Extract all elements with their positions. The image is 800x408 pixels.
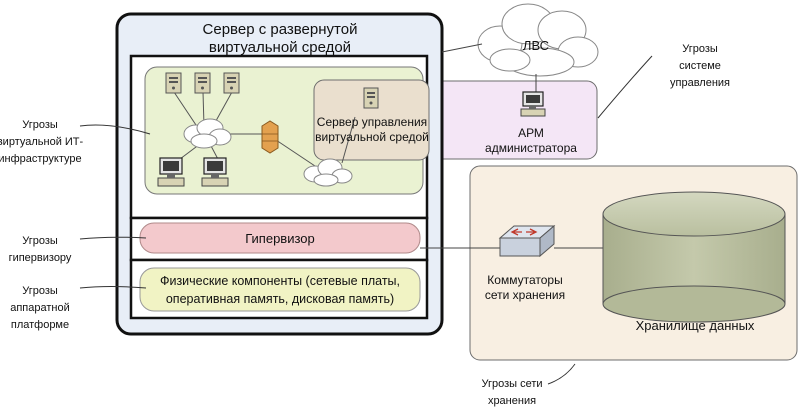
threat-it-infra-line3: инфраструктуре [0, 153, 82, 165]
admin-workstation-line2: администратора [485, 141, 577, 155]
physical-components-line1: Физические компоненты (сетевые платы, [160, 274, 400, 288]
management-network-cloud-icon [303, 158, 353, 187]
vm-workstation-icon-1 [157, 157, 185, 187]
data-storage-cylinder [602, 191, 786, 323]
admin-workstation-line1: АРМ [518, 126, 544, 140]
threat-it-infra-line2: виртуальной ИТ- [0, 136, 84, 148]
server-title-line1: Сервер с развернутой [203, 21, 358, 38]
storage-switch-icon [498, 224, 556, 258]
threat-hardware-line1: Угрозы [22, 285, 58, 297]
admin-workstation-icon [520, 91, 546, 117]
physical-components-bar [139, 267, 421, 312]
vm-workstation-icon-2 [201, 157, 229, 187]
physical-components-line2: оперативная память, дисковая память) [166, 292, 394, 306]
management-server-zone [313, 79, 430, 161]
data-storage-label: Хранилище данных [636, 318, 755, 333]
threat-hypervisor-line2: гипервизору [9, 252, 72, 264]
vm-server-icon-2 [194, 72, 211, 94]
lan-cloud-icon [477, 3, 599, 77]
vm-server-icon-3 [223, 72, 240, 94]
vm-server-icon-1 [165, 72, 182, 94]
storage-switch-label-line2: сети хранения [485, 288, 565, 302]
threat-management-line3: управления [670, 77, 730, 89]
management-server-icon [363, 87, 379, 109]
firewall-icon [261, 120, 279, 154]
threat-hardware-line2: аппаратной [10, 302, 70, 314]
threat-leader-lines [79, 55, 653, 385]
threat-it-infra-line1: Угрозы [22, 119, 58, 131]
management-server-label-line2: виртуальной средой [315, 130, 429, 144]
server-title-line2: виртуальной средой [209, 39, 351, 56]
threat-storage-network-line2: хранения [488, 395, 536, 407]
lan-label: ЛВС [523, 38, 549, 53]
threat-management-line1: Угрозы [682, 43, 718, 55]
management-server-label-line1: Сервер управления [317, 115, 427, 129]
threat-storage-network-line1: Угрозы сети [481, 378, 542, 390]
vm-network-cloud-icon [183, 118, 232, 149]
lan-server-link [441, 43, 483, 53]
threat-hypervisor-line1: Угрозы [22, 235, 58, 247]
threat-hardware-line3: платформе [11, 319, 69, 331]
threat-management-line2: системе [679, 60, 721, 72]
storage-switch-label-line1: Коммутаторы [487, 273, 562, 287]
hypervisor-label: Гипервизор [245, 231, 315, 246]
